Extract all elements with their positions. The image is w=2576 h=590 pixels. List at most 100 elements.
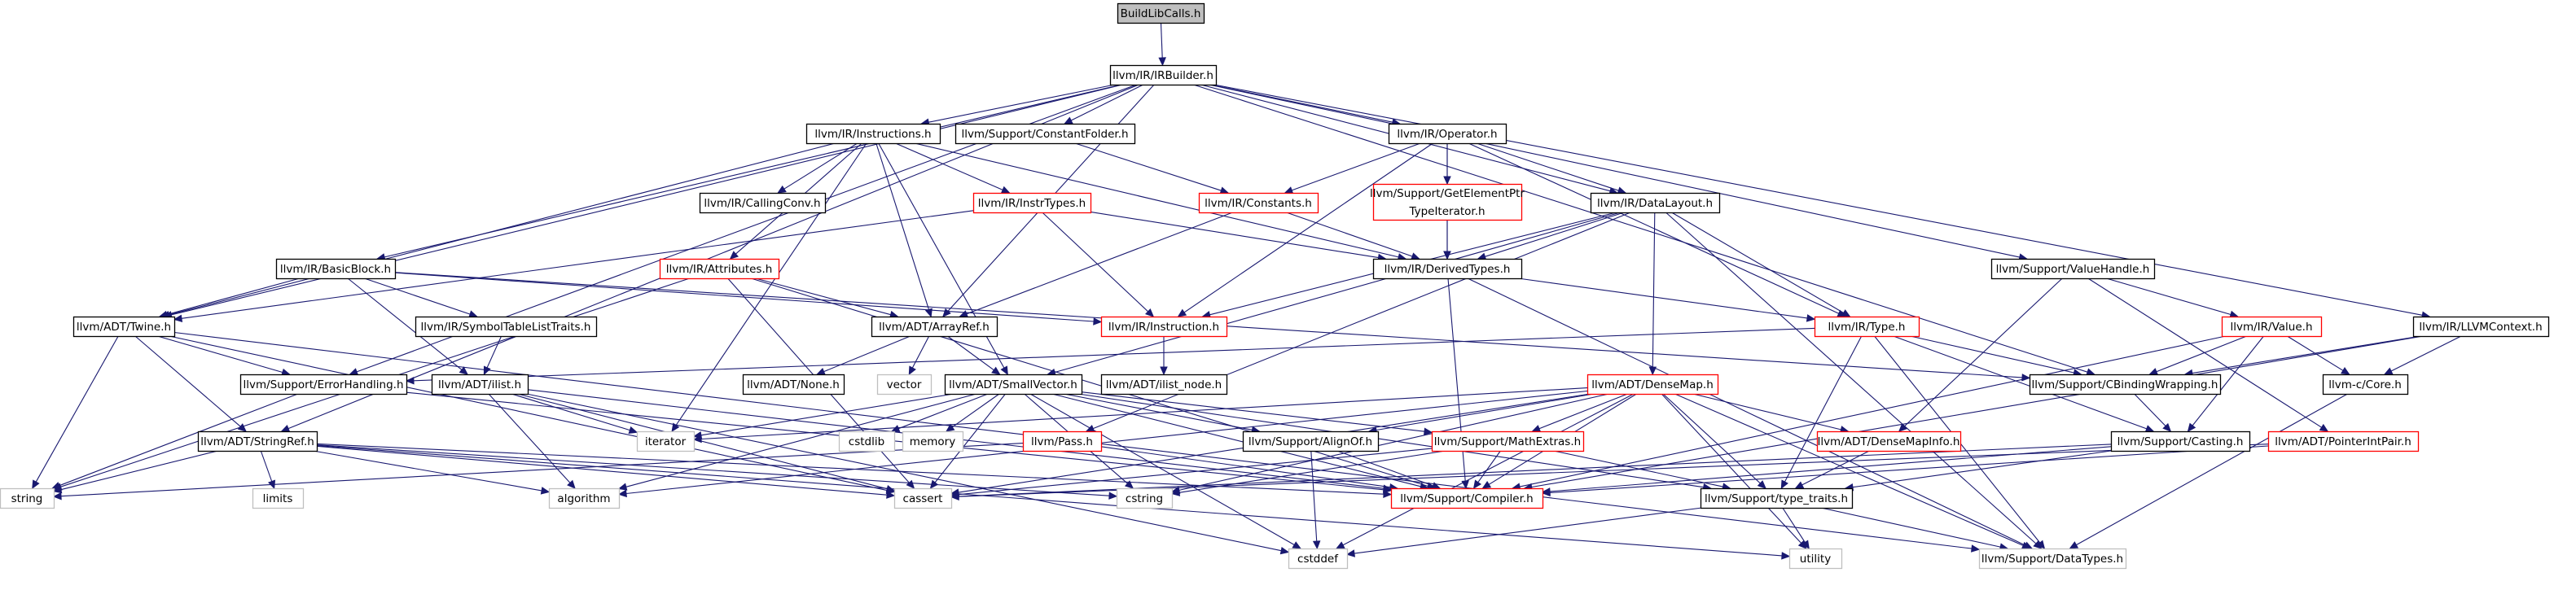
edge-symtablelisttraits-to-ilist xyxy=(483,335,502,376)
edge-line xyxy=(1310,450,1318,542)
node-twine[interactable]: llvm/ADT/Twine.h xyxy=(72,316,176,338)
node-iterator: iterator xyxy=(636,430,696,452)
edge-line xyxy=(700,393,954,436)
edge-line xyxy=(60,450,218,491)
node-operator[interactable]: llvm/IR/Operator.h xyxy=(1388,123,1507,145)
node-compiler[interactable]: llvm/Support/Compiler.h xyxy=(1390,487,1544,509)
edge-line xyxy=(2156,335,2247,373)
edge-line xyxy=(1784,335,1863,483)
node-basicblock[interactable]: llvm/IR/BasicBlock.h xyxy=(275,258,397,280)
node-cbindingwrapping[interactable]: llvm/Support/CBindingWrapping.h xyxy=(2029,374,2222,396)
edge-line xyxy=(966,212,1233,315)
node-gepti_2[interactable]: TypeIterator.h xyxy=(1408,205,1485,218)
node-constants[interactable]: llvm/IR/Constants.h xyxy=(1198,192,1319,214)
node-constantfolder[interactable]: llvm/Support/ConstantFolder.h xyxy=(954,123,1136,145)
edge-line xyxy=(157,335,283,374)
node-label: llvm/ADT/ilist_node.h xyxy=(1106,378,1222,391)
edge-line xyxy=(1538,393,1628,430)
edge-twine-to-string xyxy=(32,335,119,490)
node-typetraits[interactable]: llvm/Support/type_traits.h xyxy=(1700,487,1854,509)
node-box xyxy=(1372,258,1523,280)
edge-ccore-to-datatypes xyxy=(2069,393,2348,549)
edge-layer xyxy=(32,22,2462,560)
node-box xyxy=(2029,374,2222,396)
edge-stringref-to-limits xyxy=(260,450,276,490)
node-layer: BuildLibCalls.h llvm/IR/IRBuilder.h llvm/I… xyxy=(0,2,2550,570)
edge-line xyxy=(2106,278,2232,316)
node-label: llvm/IR/CallingConv.h xyxy=(704,197,820,210)
edge-instrtypes-to-twine xyxy=(173,210,974,322)
edge-arrowhead xyxy=(1292,541,1302,549)
node-callingconv[interactable]: llvm/IR/CallingConv.h xyxy=(699,192,827,214)
node-instrtypes[interactable]: llvm/IR/InstrTypes.h xyxy=(972,192,1092,214)
node-label: llvm/IR/Value.h xyxy=(2230,321,2312,334)
edge-arrowhead xyxy=(1345,549,1355,557)
node-box xyxy=(1816,430,1962,452)
node-label: TypeIterator.h xyxy=(1408,205,1485,218)
edge-line xyxy=(316,444,1110,496)
node-label: llvm/IR/Constants.h xyxy=(1205,197,1312,210)
edge-arrowhead xyxy=(483,365,491,376)
edge-line xyxy=(898,393,989,430)
node-mathextras[interactable]: llvm/Support/MathExtras.h xyxy=(1431,430,1585,452)
node-box xyxy=(1372,183,1523,221)
edge-arrowhead xyxy=(1064,116,1073,125)
edge-arrowhead xyxy=(1335,541,1345,549)
edge-datalayout-to-densemap xyxy=(1648,212,1657,376)
edge-irbuilder-to-valuehandle xyxy=(1209,84,2028,261)
edge-instructions-to-arrayref xyxy=(875,142,933,318)
node-box xyxy=(1022,430,1103,452)
node-irbuilder[interactable]: llvm/IR/IRBuilder.h xyxy=(1109,64,1218,86)
node-llvmcontext[interactable]: llvm/IR/LLVMContext.h xyxy=(2412,316,2550,338)
edge-line xyxy=(1477,450,1501,483)
node-box xyxy=(1978,548,2127,570)
edge-arrowhead xyxy=(1170,488,1181,496)
node-ilist[interactable]: llvm/ADT/ilist.h xyxy=(431,374,529,396)
node-box xyxy=(2110,430,2251,452)
node-stringref[interactable]: llvm/ADT/StringRef.h xyxy=(197,430,318,452)
node-valuehandle[interactable]: llvm/Support/ValueHandle.h xyxy=(1990,258,2156,280)
node-label: llvm/Support/MathExtras.h xyxy=(1434,435,1581,448)
edge-arrowhead xyxy=(2162,422,2172,432)
edge-line xyxy=(1193,84,2088,373)
edge-line xyxy=(1476,142,1619,191)
node-none[interactable]: llvm/ADT/None.h xyxy=(742,374,845,396)
node-smallvector[interactable]: llvm/ADT/SmallVector.h xyxy=(944,374,1083,396)
node-casting[interactable]: llvm/Support/Casting.h xyxy=(2110,430,2251,452)
edge-arrowhead xyxy=(51,482,61,490)
node-datalayout[interactable]: llvm/IR/DataLayout.h xyxy=(1590,192,1721,214)
node-derivedtypes[interactable]: llvm/IR/DerivedTypes.h xyxy=(1372,258,1523,280)
edge-arrowhead xyxy=(946,423,955,432)
edge-line xyxy=(2134,393,2166,426)
node-pointerintpair[interactable]: llvm/ADT/PointerIntPair.h xyxy=(2267,430,2420,452)
edge-line xyxy=(526,393,1282,552)
node-label: llvm/ADT/ArrayRef.h xyxy=(879,321,990,334)
edge-densemap-to-mathextras xyxy=(1531,393,1628,432)
node-arrayref[interactable]: llvm/ADT/ArrayRef.h xyxy=(871,316,998,338)
node-instructions[interactable]: llvm/IR/Instructions.h xyxy=(805,123,941,145)
node-densemapinfo[interactable]: llvm/ADT/DenseMapInfo.h xyxy=(1816,430,1962,452)
edge-arrowhead xyxy=(729,251,739,260)
node-label: llvm/ADT/PointerIntPair.h xyxy=(2275,435,2411,448)
node-root[interactable]: BuildLibCalls.h xyxy=(1117,2,1205,24)
node-gepti_1[interactable]: llvm/Support/GetElementPtr xyxy=(1370,183,1525,221)
node-type[interactable]: llvm/IR/Type.h xyxy=(1814,316,1920,338)
edge-densemap-to-typetraits xyxy=(1662,393,1766,489)
edge-line xyxy=(1671,212,1844,313)
node-pass[interactable]: llvm/Pass.h xyxy=(1022,430,1103,452)
node-errorhandling[interactable]: llvm/Support/ErrorHandling.h xyxy=(239,374,408,396)
edge-densemapinfo-to-typetraits xyxy=(1794,450,1870,489)
node-attributes[interactable]: llvm/IR/Attributes.h xyxy=(659,258,780,280)
edge-line xyxy=(1078,393,1704,488)
node-ccore[interactable]: llvm-c/Core.h xyxy=(2322,374,2409,396)
edge-line xyxy=(625,393,976,487)
node-ilistnode[interactable]: llvm/ADT/ilist_node.h xyxy=(1100,374,1228,396)
node-alignof[interactable]: llvm/Support/AlignOf.h xyxy=(1242,430,1380,452)
node-symtablelisttraits[interactable]: llvm/IR/SymbolTableListTraits.h xyxy=(415,316,598,338)
edge-instruction-to-ilistnode xyxy=(1160,336,1168,376)
edge-value-to-ccore xyxy=(2287,335,2350,375)
edge-arrowhead xyxy=(1472,479,1482,489)
node-instruction[interactable]: llvm/IR/Instruction.h xyxy=(1100,316,1228,338)
node-value[interactable]: llvm/IR/Value.h xyxy=(2221,316,2323,338)
node-densemap[interactable]: llvm/ADT/DenseMap.h xyxy=(1586,374,1719,396)
